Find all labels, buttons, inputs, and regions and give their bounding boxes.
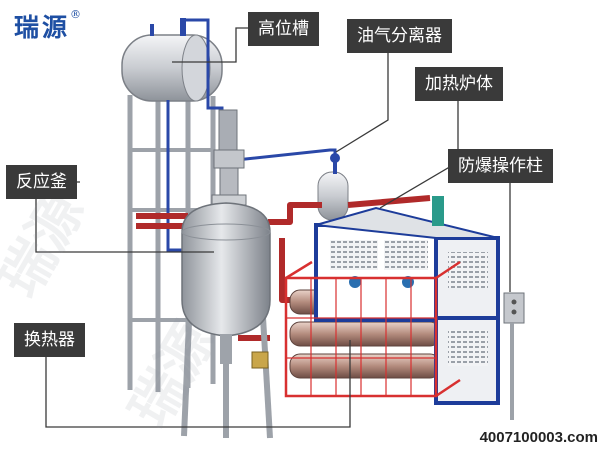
oil-gas-separator <box>317 153 349 221</box>
label-oil-gas-separator: 油气分离器 <box>347 19 452 53</box>
protective-frame <box>284 260 461 398</box>
brand-name: 瑞源 <box>14 13 71 42</box>
label-furnace-body: 加热炉体 <box>415 67 503 101</box>
high-tank <box>121 18 223 102</box>
label-control-column: 防爆操作柱 <box>448 149 553 183</box>
agitator-drive <box>211 109 247 206</box>
trademark-symbol: ® <box>70 8 82 21</box>
label-high-tank: 高位槽 <box>248 12 319 46</box>
leader-lines <box>35 27 511 428</box>
svg-text:瑞源: 瑞源 <box>0 182 96 308</box>
brand-logo: 瑞源® <box>14 8 81 44</box>
contact-phone: 4007100003.com <box>479 429 598 446</box>
reactor-vessel <box>181 202 273 439</box>
label-reactor: 反应釜 <box>6 165 77 199</box>
label-heat-exchanger: 换热器 <box>14 323 85 357</box>
control-column <box>503 292 525 420</box>
